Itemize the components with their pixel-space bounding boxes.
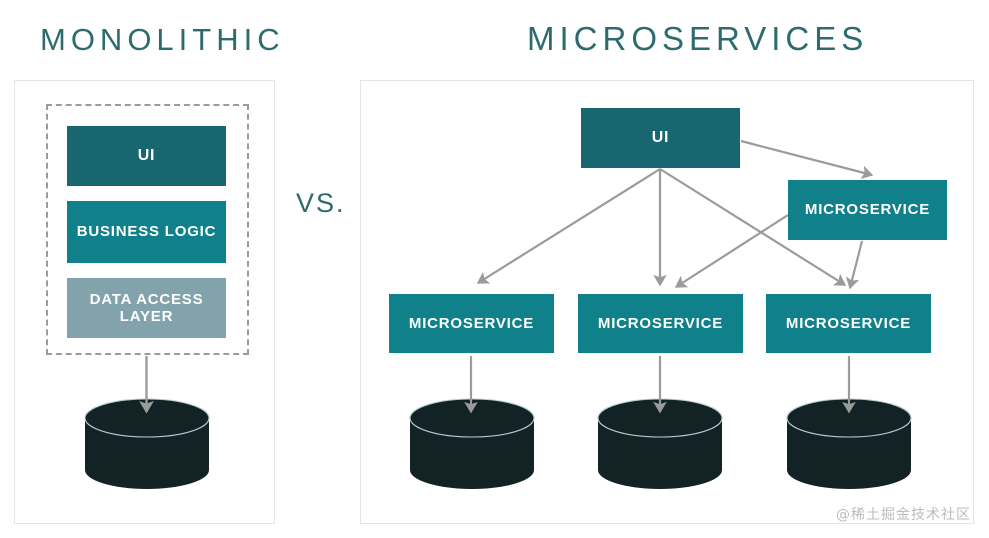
microservice-box-bottom-3[interactable]: MICROSERVICE <box>766 294 931 353</box>
monolith-layer-ui[interactable]: UI <box>67 126 226 186</box>
monolith-layer-business-logic[interactable]: BUSINESS LOGIC <box>67 201 226 263</box>
page-title-monolithic: MONOLITHIC <box>40 22 285 57</box>
microservice-box-bottom-2[interactable]: MICROSERVICE <box>578 294 743 353</box>
vs-label: VS. <box>296 188 346 218</box>
microservices-ui-box[interactable]: UI <box>581 108 740 168</box>
page-title-microservices: MICROSERVICES <box>527 20 869 57</box>
monolith-boundary-dashed <box>46 104 249 355</box>
monolith-layer-data-access-layer[interactable]: DATA ACCESS LAYER <box>67 278 226 338</box>
watermark-text: @稀土掘金技术社区 <box>836 507 971 523</box>
microservice-box-right[interactable]: MICROSERVICE <box>788 180 947 240</box>
microservice-box-bottom-1[interactable]: MICROSERVICE <box>389 294 554 353</box>
